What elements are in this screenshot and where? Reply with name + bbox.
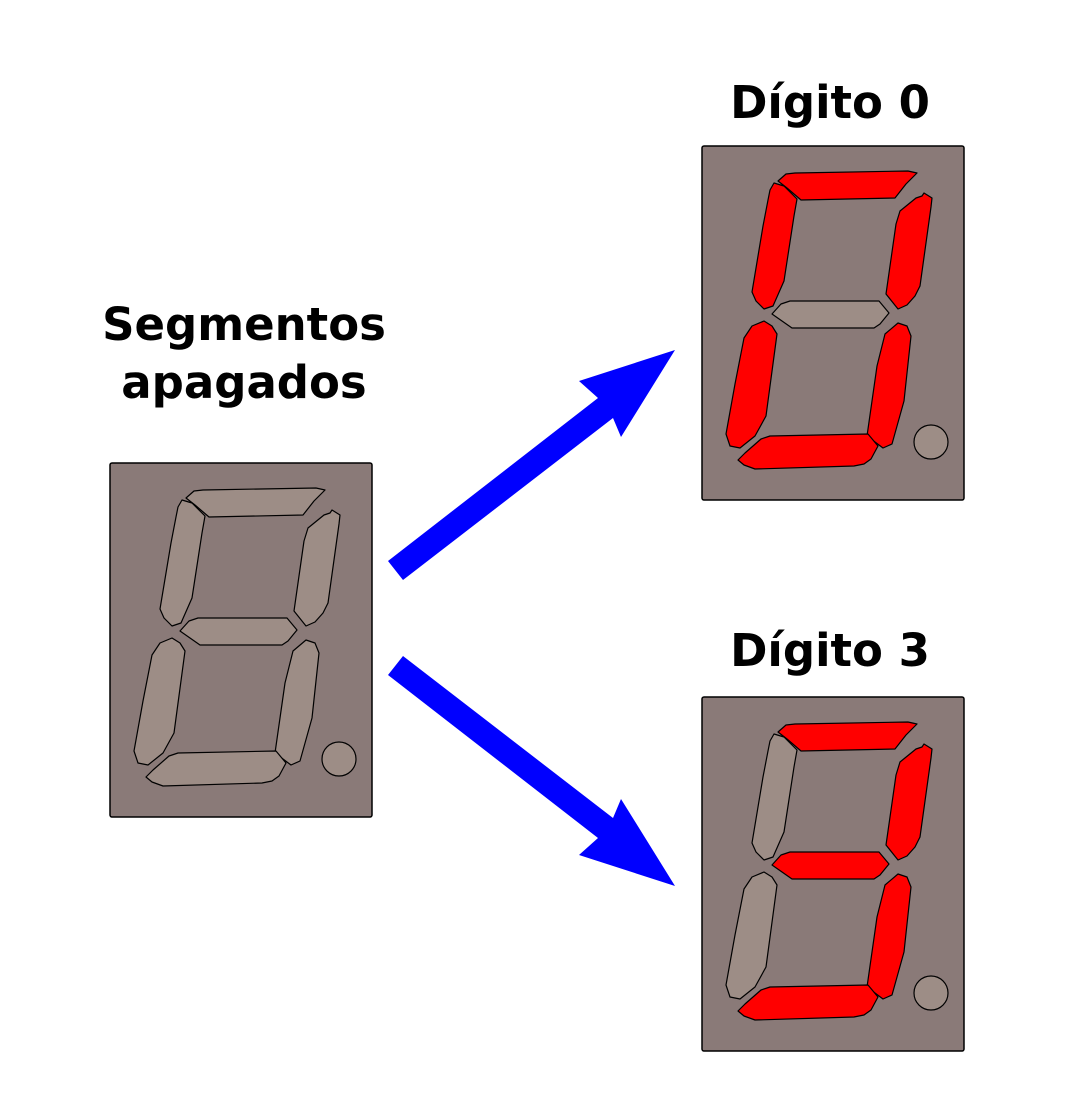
- label-digit-0: Dígito 0: [730, 76, 930, 129]
- display-digit-3: [701, 696, 965, 1052]
- label-segments-off-line1: Segmentos: [102, 298, 386, 351]
- label-segments-off-line2: apagados: [121, 356, 367, 409]
- arrow-to-digit-0: [388, 350, 675, 580]
- segment-g: [771, 851, 890, 880]
- display-digit-0: [701, 145, 965, 501]
- segment-a: [777, 170, 918, 201]
- segment-g: [179, 617, 298, 646]
- segment-a: [185, 487, 326, 518]
- segment-a: [777, 721, 918, 752]
- decimal-point: [321, 741, 357, 777]
- segment-g: [771, 300, 890, 329]
- label-digit-3: Dígito 3: [730, 624, 930, 677]
- arrow-to-digit-3: [388, 656, 675, 886]
- decimal-point: [913, 424, 949, 460]
- decimal-point: [913, 975, 949, 1011]
- display-segments-off: [109, 462, 373, 818]
- arrows: [388, 350, 675, 886]
